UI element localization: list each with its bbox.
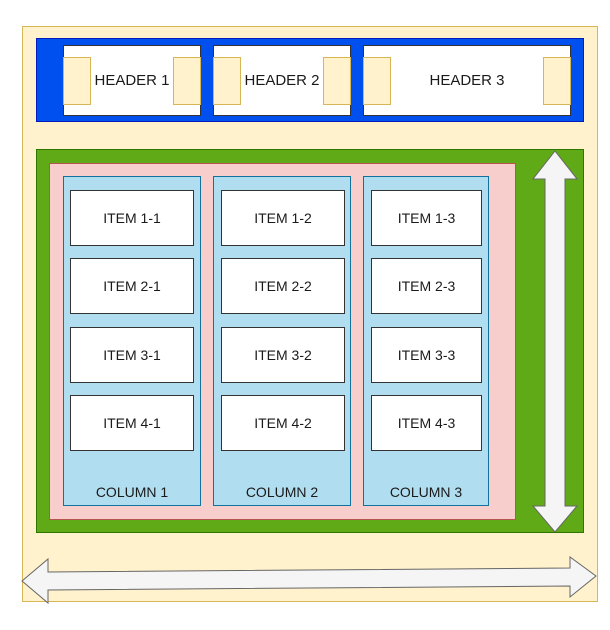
column-2-label-text: COLUMN 2 (245, 484, 319, 500)
item-3-2: ITEM 3-2 (221, 327, 345, 383)
column-3-label-text: COLUMN 3 (389, 484, 463, 500)
header-3: HEADER 3 (363, 45, 571, 116)
column-2-label: COLUMN 2 (213, 480, 351, 504)
item-1-1: ITEM 1-1 (70, 190, 194, 246)
column-1-label-text: COLUMN 1 (95, 484, 169, 500)
header-3-label: HEADER 3 (429, 72, 505, 89)
item-4-1-label: ITEM 4-1 (103, 415, 161, 431)
item-4-3-label: ITEM 4-3 (397, 415, 456, 431)
item-1-2: ITEM 1-2 (221, 190, 345, 246)
item-4-1: ITEM 4-1 (70, 395, 194, 451)
item-3-1-label: ITEM 3-1 (103, 347, 161, 363)
item-2-1: ITEM 2-1 (70, 258, 194, 314)
header-3-left-handle (363, 57, 391, 105)
item-1-3-label: ITEM 1-3 (397, 210, 456, 226)
header-2-right-handle (323, 57, 351, 105)
item-2-3: ITEM 2-3 (371, 258, 482, 314)
header-1-right-handle (173, 57, 201, 105)
column-3-label: COLUMN 3 (363, 480, 489, 504)
column-1-label: COLUMN 1 (63, 480, 201, 504)
item-2-2: ITEM 2-2 (221, 258, 345, 314)
item-1-3: ITEM 1-3 (371, 190, 482, 246)
item-4-2: ITEM 4-2 (221, 395, 345, 451)
item-3-3: ITEM 3-3 (371, 327, 482, 383)
item-3-2-label: ITEM 3-2 (254, 347, 312, 363)
header-2-left-handle (213, 57, 241, 105)
item-3-3-label: ITEM 3-3 (397, 347, 456, 363)
item-3-1: ITEM 3-1 (70, 327, 194, 383)
item-1-1-label: ITEM 1-1 (103, 210, 161, 226)
item-1-2-label: ITEM 1-2 (254, 210, 312, 226)
header-1-label: HEADER 1 (94, 72, 170, 89)
item-2-3-label: ITEM 2-3 (397, 278, 456, 294)
item-2-2-label: ITEM 2-2 (254, 278, 312, 294)
header-1-left-handle (63, 57, 91, 105)
item-4-2-label: ITEM 4-2 (254, 415, 312, 431)
item-4-3: ITEM 4-3 (371, 395, 482, 451)
header-3-right-handle (543, 57, 571, 105)
header-2-label: HEADER 2 (244, 72, 320, 89)
item-2-1-label: ITEM 2-1 (103, 278, 161, 294)
